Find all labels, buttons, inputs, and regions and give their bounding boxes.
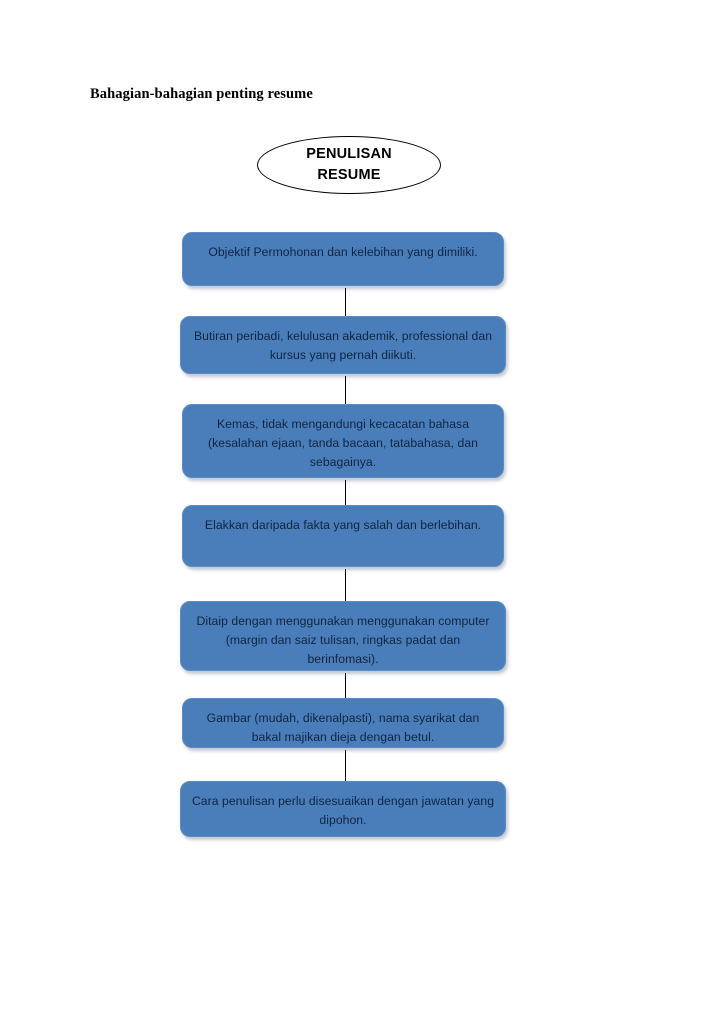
ellipse-label-line-1: PENULISAN [306, 146, 392, 163]
flowchart-node-2[interactable]: Butiran peribadi, kelulusan akademik, pr… [180, 316, 506, 374]
flowchart-node-1-label: Objektif Permohonan dan kelebihan yang d… [208, 245, 478, 259]
connector-5-to-6 [345, 673, 346, 698]
flowchart-root-ellipse[interactable]: PENULISAN RESUME [257, 136, 441, 194]
connector-6-to-7 [345, 750, 346, 781]
flowchart-node-6[interactable]: Gambar (mudah, dikenalpasti), nama syari… [182, 698, 504, 748]
flowchart-node-4[interactable]: Elakkan daripada fakta yang salah dan be… [182, 505, 504, 567]
page-title: Bahagian-bahagian penting resume [90, 86, 313, 102]
flowchart-node-1[interactable]: Objektif Permohonan dan kelebihan yang d… [182, 232, 504, 286]
flowchart-node-2-label: Butiran peribadi, kelulusan akademik, pr… [193, 329, 493, 362]
ellipse-label-line-2: RESUME [317, 167, 381, 183]
flowchart-node-5-label: Ditaip dengan menggunakan menggunakan co… [196, 614, 490, 666]
flowchart-node-3[interactable]: Kemas, tidak mengandungi kecacatan bahas… [182, 404, 504, 478]
connector-3-to-4 [345, 480, 346, 505]
flowchart-node-3-label: Kemas, tidak mengandungi kecacatan bahas… [207, 417, 478, 469]
flowchart-node-7-label: Cara penulisan perlu disesuaikan dengan … [191, 794, 495, 827]
connector-1-to-2 [345, 288, 346, 316]
flowchart-node-7[interactable]: Cara penulisan perlu disesuaikan dengan … [180, 781, 506, 837]
ellipse-label-group: PENULISAN RESUME [257, 136, 441, 194]
flowchart-node-5[interactable]: Ditaip dengan menggunakan menggunakan co… [180, 601, 506, 671]
ellipse-shape [257, 136, 441, 194]
flowchart-node-6-label: Gambar (mudah, dikenalpasti), nama syari… [206, 711, 480, 744]
connector-4-to-5 [345, 569, 346, 601]
connector-2-to-3 [345, 376, 346, 404]
flowchart-node-4-label: Elakkan daripada fakta yang salah dan be… [204, 518, 482, 532]
